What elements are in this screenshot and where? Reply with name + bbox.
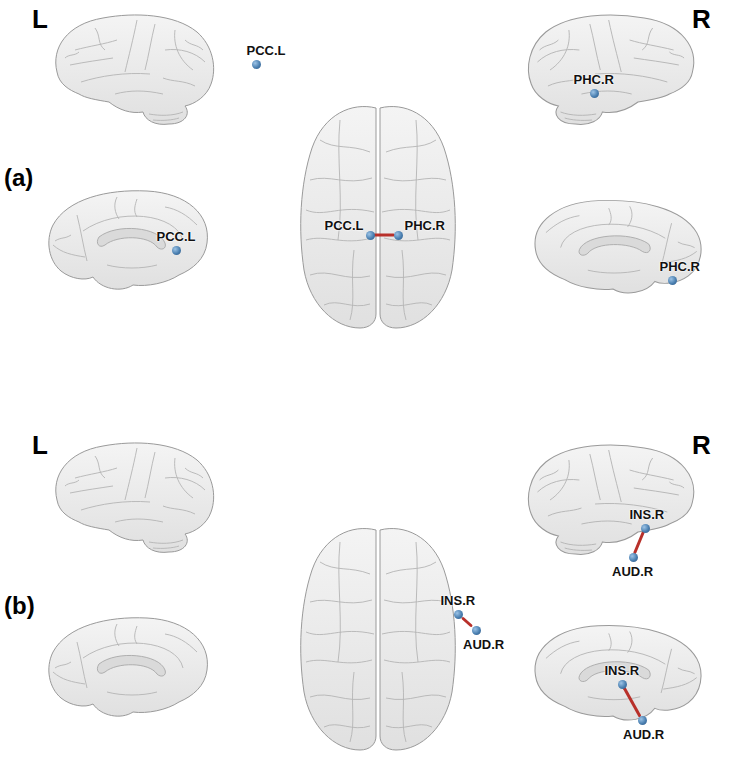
region-label: PCC.L	[157, 229, 196, 244]
region-label-block: INS.R	[630, 507, 665, 522]
connectivity-edge	[635, 533, 643, 553]
brain-region-node: PCC.L	[157, 229, 196, 255]
region-sphere	[454, 610, 463, 619]
panel-letter: (a)	[4, 166, 33, 190]
hemisphere-letter: L	[32, 432, 48, 458]
region-sphere	[629, 553, 638, 562]
region-label-block: INS.R	[605, 663, 640, 678]
region-sphere	[590, 89, 599, 98]
region-sphere	[618, 680, 627, 689]
panel-letter: (b)	[4, 594, 35, 618]
brain-region-node: AUD.R	[463, 626, 505, 652]
region-sphere	[472, 626, 481, 635]
brain-region-node: AUD.R	[623, 716, 665, 742]
brain-medial-right	[535, 200, 701, 293]
brain-lateral-right	[528, 15, 693, 124]
brain-lateral-left	[56, 443, 214, 552]
region-sphere	[668, 276, 677, 285]
brain-region-node: PHC.R	[660, 259, 701, 285]
region-label-block: AUD.R	[463, 637, 504, 652]
region-label: INS.R	[630, 507, 665, 522]
brain-medial-left	[49, 191, 208, 289]
brain-region-node: PHC.R	[394, 218, 446, 240]
region-label: PCC.L	[247, 43, 286, 58]
hemisphere-letter: R	[692, 6, 711, 32]
region-sphere	[252, 60, 261, 69]
region-label: PHC.R	[574, 72, 614, 87]
hemisphere-letter: R	[692, 432, 711, 458]
connectivity-edge	[625, 689, 640, 716]
region-label-block: PHC.R	[405, 218, 445, 233]
region-label: INS.R	[441, 593, 476, 608]
brain-region-node: INS.R	[441, 593, 476, 619]
region-label: AUD.R	[612, 564, 653, 579]
region-label: PHC.R	[660, 259, 700, 274]
brain-dorsal	[301, 529, 456, 750]
brain-lateral-right	[528, 445, 693, 554]
region-label-block: PCC.L	[247, 43, 286, 58]
connectivity-edge	[375, 234, 394, 237]
region-sphere	[366, 231, 375, 240]
hemisphere-letter: L	[32, 6, 48, 32]
brain-lateral-left	[56, 15, 214, 124]
region-label: PHC.R	[405, 218, 445, 233]
connectivity-edge	[463, 619, 471, 626]
region-label-block: INS.R	[441, 593, 476, 608]
brain-region-node: INS.R	[605, 663, 640, 689]
region-sphere	[641, 524, 650, 533]
brain-region-node: AUD.R	[612, 553, 654, 579]
region-sphere	[638, 716, 647, 725]
region-label: INS.R	[605, 663, 640, 678]
brain-dorsal	[301, 107, 456, 328]
brain-medial-right	[535, 626, 701, 720]
brain-region-node: PHC.R	[574, 72, 615, 98]
brain-region-node: PCC.L	[247, 43, 286, 69]
region-sphere	[394, 231, 403, 240]
region-label: PCC.L	[325, 218, 364, 233]
brain-region-node: INS.R	[630, 507, 665, 533]
region-sphere	[172, 246, 181, 255]
region-label-block: PHC.R	[574, 72, 614, 87]
region-label: AUD.R	[623, 727, 664, 742]
region-label-block: PCC.L	[325, 218, 364, 233]
region-label-block: PHC.R	[660, 259, 700, 274]
region-label: AUD.R	[463, 637, 504, 652]
region-label-block: AUD.R	[623, 727, 664, 742]
region-label-block: AUD.R	[612, 564, 653, 579]
brain-medial-left	[49, 618, 208, 716]
brain-region-node: PCC.L	[325, 218, 375, 240]
region-label-block: PCC.L	[157, 229, 196, 244]
